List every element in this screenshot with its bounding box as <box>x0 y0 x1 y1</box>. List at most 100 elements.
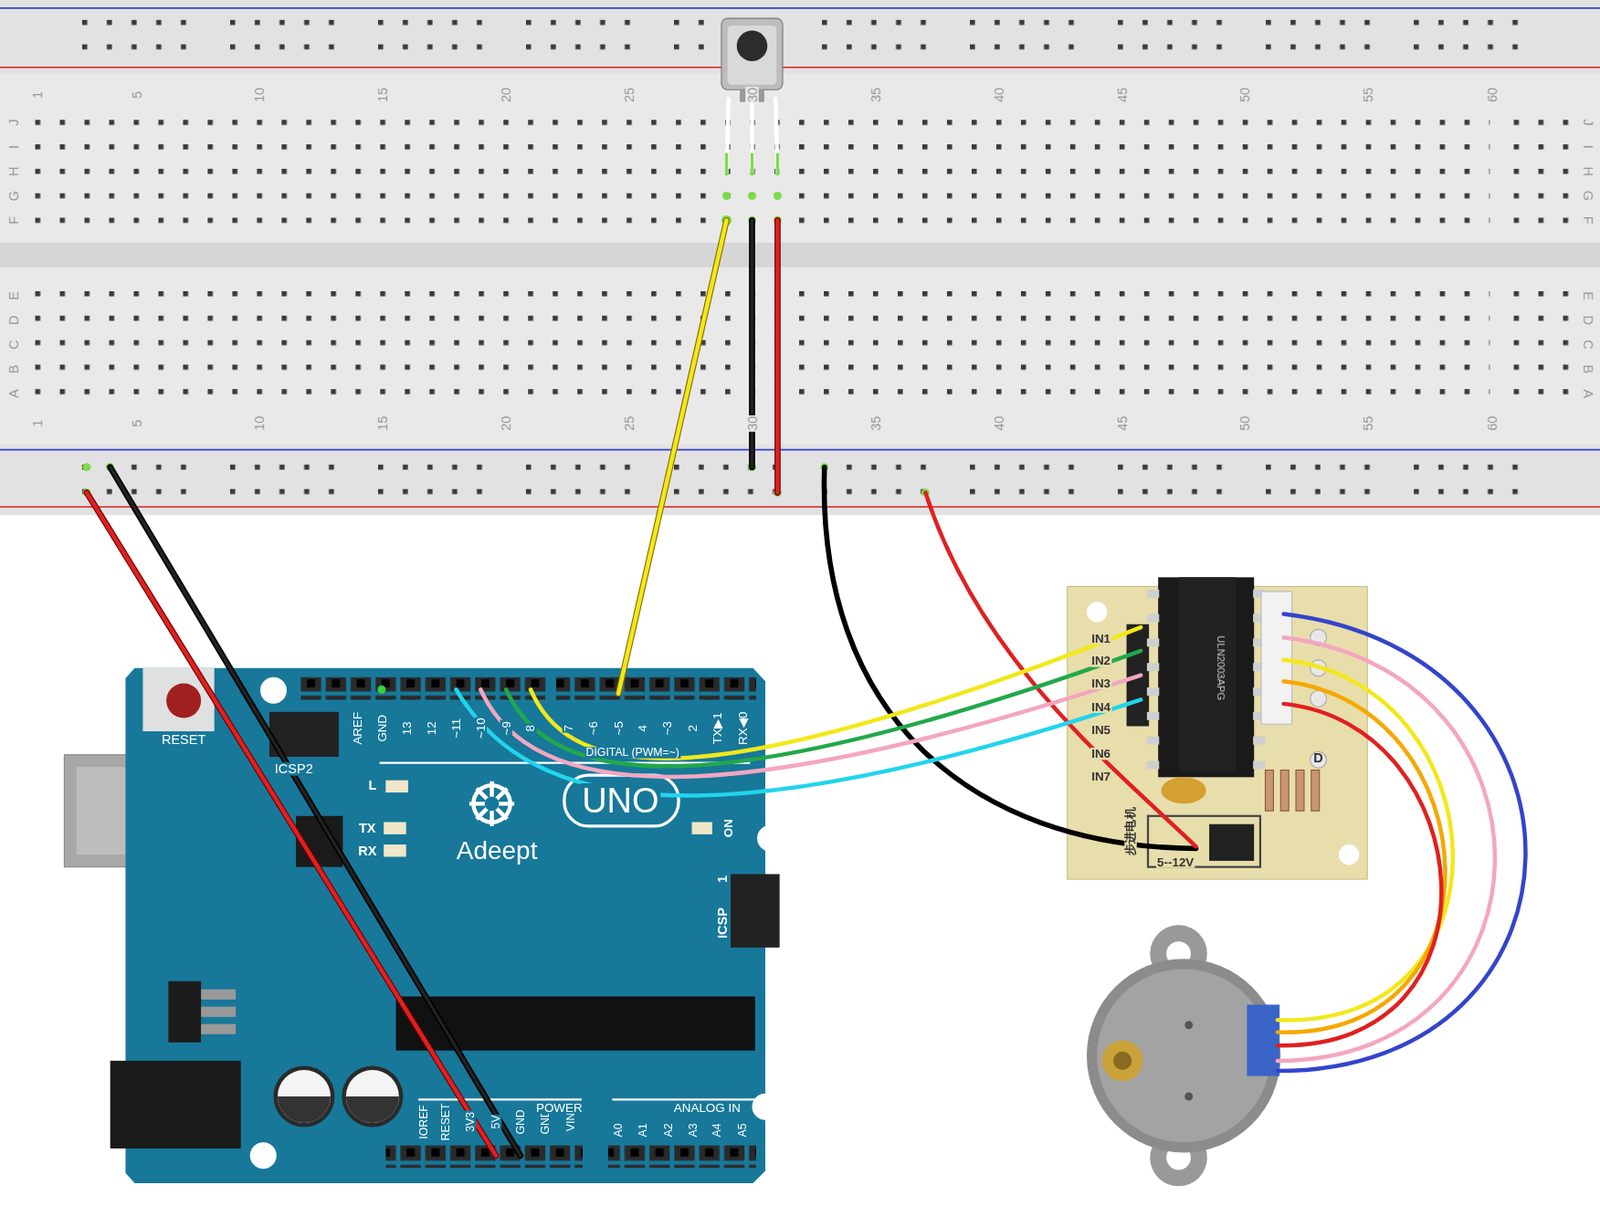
pin-label: 4 <box>636 724 649 734</box>
pin-label: ~9 <box>500 720 513 737</box>
header-label: ANALOG IN <box>673 1102 742 1115</box>
row-letter: B <box>6 363 21 375</box>
pin-label: A1 <box>637 1122 649 1138</box>
brand-label: Adeept <box>455 838 539 864</box>
column-number: 25 <box>622 414 637 432</box>
pin-label: A2 <box>663 1122 674 1138</box>
row-letter: A <box>1580 388 1595 400</box>
pin-label: 3V3 <box>464 1111 476 1134</box>
column-number: 10 <box>252 414 267 432</box>
board-label: 步进电机 <box>1124 806 1137 858</box>
model-label: UNO <box>580 783 661 819</box>
pin-label: RX◀0 <box>736 710 749 747</box>
column-number: 25 <box>622 86 637 104</box>
pin-label: ~5 <box>611 720 624 737</box>
led-label: ON <box>722 818 735 839</box>
led-label: D <box>1312 751 1325 766</box>
led-label: RX <box>357 843 378 858</box>
row-letter: F <box>6 215 21 226</box>
column-number: 60 <box>1484 414 1499 432</box>
header-label: DIGITAL (PWM=~) <box>584 747 681 758</box>
input-label: IN2 <box>1090 654 1112 667</box>
pin-label: A0 <box>612 1122 624 1138</box>
row-letter: B <box>1580 363 1595 375</box>
column-number: 35 <box>869 414 884 432</box>
row-letter: C <box>1580 338 1595 351</box>
column-number: 5 <box>129 90 144 100</box>
row-letter: H <box>6 165 21 178</box>
input-label: IN6 <box>1090 747 1112 760</box>
column-number: 40 <box>991 414 1006 432</box>
column-number: 10 <box>252 86 267 104</box>
voltage-label: 5--12V <box>1156 855 1195 868</box>
pin-label: RESET <box>440 1102 452 1142</box>
column-number: 50 <box>1238 414 1253 432</box>
input-label: IN3 <box>1090 677 1112 690</box>
column-number: 45 <box>1115 86 1129 104</box>
led-label: L <box>367 778 378 793</box>
row-letter: C <box>6 338 21 351</box>
row-letter: E <box>1580 290 1595 302</box>
row-letter: J <box>6 117 21 127</box>
button-label: RESET <box>160 733 208 748</box>
column-number: 20 <box>499 414 514 432</box>
row-letter: E <box>6 290 21 302</box>
row-letter: D <box>1580 314 1595 327</box>
column-number: 15 <box>376 414 390 432</box>
pin-label: 2 <box>686 724 699 734</box>
column-number: 55 <box>1361 414 1376 432</box>
row-letter: A <box>6 388 21 400</box>
row-letter: H <box>1580 165 1595 178</box>
input-label: IN7 <box>1090 769 1112 782</box>
column-number: 1 <box>31 418 45 428</box>
pin-label: 7 <box>562 724 575 734</box>
pin-label: ~3 <box>661 720 674 737</box>
header-label: POWER <box>535 1102 584 1115</box>
pin-label: AREF <box>350 711 363 747</box>
column-number: 5 <box>129 418 144 428</box>
column-number: 40 <box>991 86 1006 104</box>
row-letter: G <box>6 189 21 203</box>
pin-label: ~6 <box>586 720 599 737</box>
pin-label: GND <box>515 1108 527 1137</box>
column-number: 60 <box>1484 86 1499 104</box>
pin-label: GND <box>376 714 389 744</box>
column-number: 30 <box>746 86 760 104</box>
pin-label: TX▶1 <box>711 711 724 746</box>
pin-label: VIN <box>564 1112 576 1134</box>
pin-label: ~11 <box>450 717 463 740</box>
pin-number: 1 <box>715 874 730 885</box>
chip-label: ULN2003APG <box>1215 634 1226 702</box>
pin-label: A5 <box>736 1122 748 1138</box>
column-number: 30 <box>746 414 760 432</box>
column-number: 20 <box>499 86 514 104</box>
pin-label: A4 <box>711 1122 723 1138</box>
input-label: IN1 <box>1090 632 1112 645</box>
led-label: TX <box>357 821 378 836</box>
pin-label: A3 <box>687 1122 699 1138</box>
input-label: IN4 <box>1090 701 1112 714</box>
pin-label: ~10 <box>474 716 487 740</box>
pin-label: IOREF <box>418 1104 430 1141</box>
row-letter: I <box>1580 144 1595 150</box>
pin-label: 8 <box>524 724 537 734</box>
row-letter: F <box>1580 215 1595 226</box>
pin-label: 12 <box>425 720 438 737</box>
column-number: 15 <box>376 86 390 104</box>
pin-label: 13 <box>400 720 413 737</box>
pin-label: 5V <box>490 1114 502 1130</box>
input-label: IN5 <box>1090 724 1112 737</box>
header-label: ICSP <box>715 906 730 940</box>
header-label: ICSP2 <box>273 762 315 777</box>
column-number: 35 <box>869 86 884 104</box>
column-number: 1 <box>31 90 45 100</box>
row-letter: I <box>6 144 21 150</box>
column-number: 50 <box>1238 86 1253 104</box>
column-number: 55 <box>1361 86 1376 104</box>
row-letter: G <box>1580 189 1595 203</box>
row-letter: D <box>6 314 21 327</box>
column-number: 45 <box>1115 414 1129 432</box>
row-letter: J <box>1580 117 1595 127</box>
